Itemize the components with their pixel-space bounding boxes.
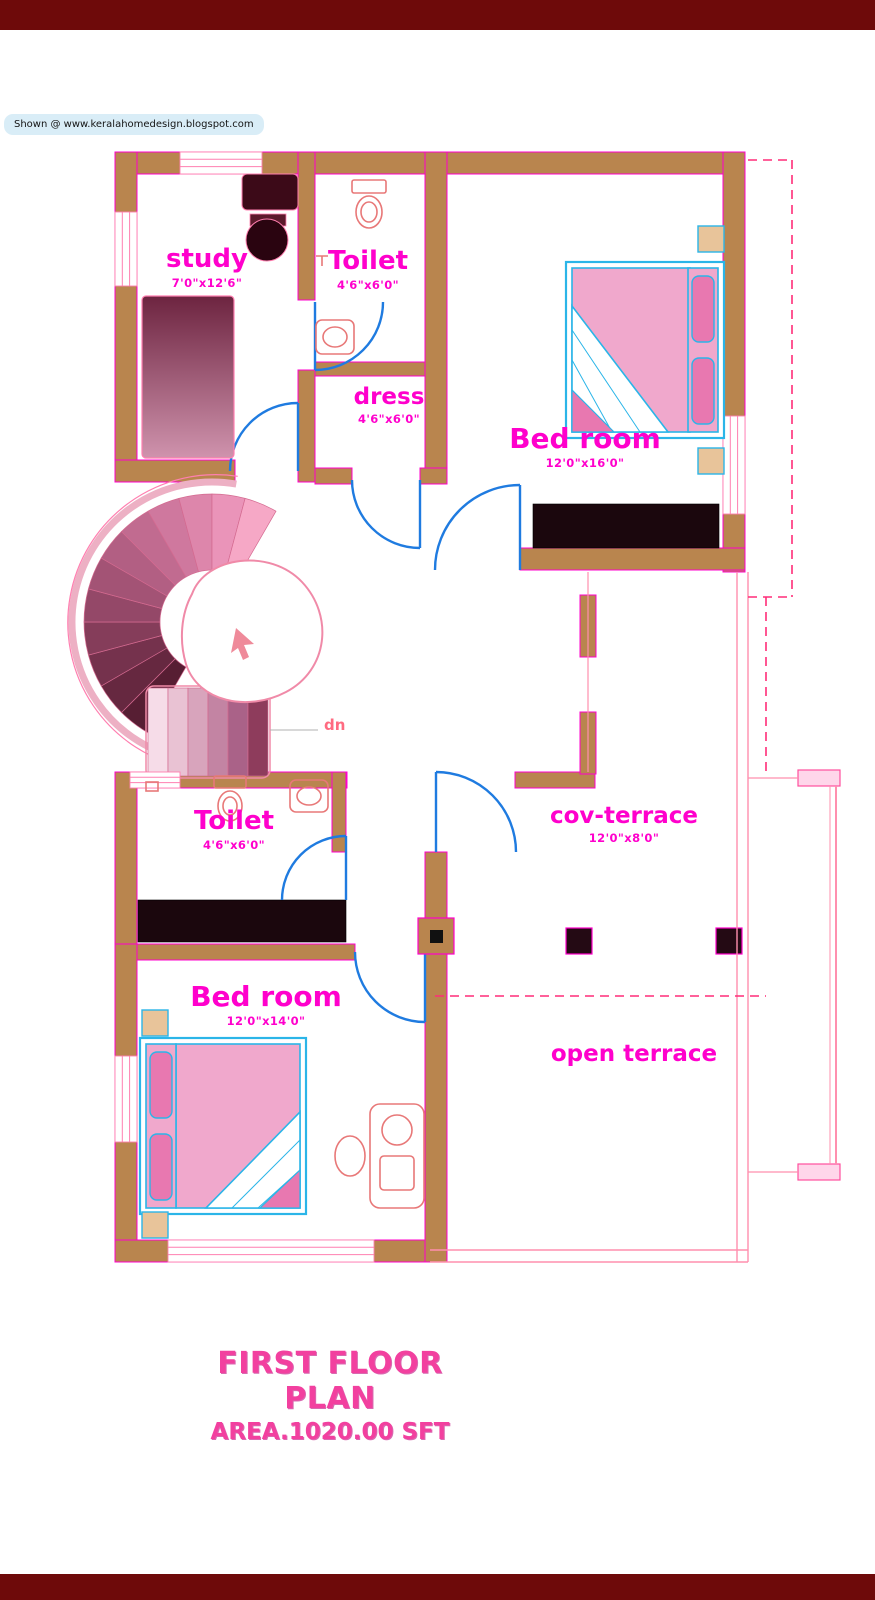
side-table (141, 1211, 169, 1239)
room-dims: 4'6"x6'0" (202, 838, 266, 853)
shower-mark-icon (316, 255, 328, 266)
room-dims: 4'6"x6'0" (336, 278, 400, 293)
door-bedroom-top (433, 483, 522, 571)
watermark-text: Shown @ www.keralahomedesign.blogspot.co… (14, 119, 254, 130)
pillow (691, 275, 715, 343)
window-study-top (179, 151, 263, 175)
room-label-dress: dress 4'6"x6'0" (354, 385, 425, 426)
room-name: cov-terrace (549, 803, 699, 829)
wardrobes (137, 503, 720, 943)
vent-mark-icon (145, 781, 159, 792)
stair-landing (181, 559, 324, 704)
room-label-bedroom-bottom: Bed room 12'0"x14'0" (190, 980, 342, 1029)
plan-title: FIRST FLOOR PLAN (217, 1346, 443, 1416)
room-name: study (166, 244, 248, 274)
washbasin-icon (289, 779, 329, 813)
stair-straight-flight (147, 687, 269, 777)
window-bedroom-bottom-left (114, 1055, 138, 1143)
terrace-boundary (430, 572, 749, 1263)
dashed-projection-lines (435, 159, 793, 997)
plan-area-text: AREA.1020.00 SFT (210, 1419, 450, 1445)
study-couch (141, 295, 235, 459)
blanket-fold (204, 1110, 301, 1209)
wc-tank-icon (351, 179, 387, 194)
room-label-bedroom-top: Bed room 12'0"x16'0" (509, 422, 661, 471)
room-label-toilet-middle: Toilet 4'6"x6'0" (193, 806, 275, 853)
bed-bedroom-bottom (138, 1009, 308, 1239)
wc-tank-icon (213, 775, 247, 789)
doors (228, 301, 522, 1024)
bottom-border-bar (0, 1574, 875, 1600)
watermark-badge: Shown @ www.keralahomedesign.blogspot.co… (4, 114, 264, 135)
door-bedroom-bottom (353, 951, 427, 1024)
terrace-columns (417, 917, 743, 955)
wardrobe-toilet-middle (137, 899, 347, 943)
door-dress (350, 479, 422, 550)
chair (334, 1135, 366, 1177)
side-table (697, 447, 725, 475)
room-name: Bed room (190, 980, 342, 1013)
study-computer-desk (241, 173, 299, 262)
room-label-study: study 7'0"x12'6" (166, 244, 248, 291)
room-label-toilet-top: Toilet 4'6"x6'0" (327, 246, 409, 293)
stair-down-label: dn (324, 716, 346, 734)
room-name: Toilet (193, 806, 275, 836)
direction-arrow-icon (231, 628, 254, 660)
door-study (228, 401, 300, 472)
window-study-left (114, 211, 138, 287)
bed-bedroom-top (564, 225, 726, 475)
door-cov-terrace (434, 770, 518, 853)
door-toilet-middle (280, 834, 348, 901)
column-core (430, 930, 443, 943)
side-table (141, 1009, 169, 1037)
top-border-bar (0, 0, 875, 30)
wc-bowl-icon (217, 790, 243, 822)
room-name: open terrace (550, 1041, 718, 1067)
toilet-fixtures-middle (145, 775, 329, 822)
room-label-open-terrace: open terrace (551, 1042, 717, 1066)
room-dims: 12'0"x16'0" (545, 456, 625, 471)
room-dims: 12'0"x14'0" (226, 1014, 306, 1029)
side-table (697, 225, 725, 253)
wc-bowl-icon (355, 195, 383, 229)
pillow (691, 357, 715, 425)
room-dims: 4'6"x6'0" (357, 412, 421, 427)
room-name: Bed room (509, 422, 661, 455)
room-label-cov-terrace: cov-terrace 12'0"x8'0" (550, 804, 698, 845)
title-block: FIRST FLOOR PLAN AREA.1020.00 SFT (175, 1346, 485, 1445)
window-toilet-middle (129, 771, 181, 789)
room-dims: 7'0"x12'6" (171, 276, 243, 291)
spiral-staircase (67, 474, 324, 779)
wardrobe-bedroom-top (532, 503, 720, 549)
room-name: dress (353, 384, 425, 410)
pillow (149, 1051, 173, 1119)
study-furniture (141, 173, 299, 459)
computer-desk-bedroom-bottom (334, 1103, 425, 1209)
toilet-fixtures-top (315, 179, 387, 355)
blanket-fold (571, 303, 670, 433)
window-bedroom-right (722, 415, 746, 515)
room-dims: 12'0"x8'0" (588, 831, 660, 846)
pillow (149, 1133, 173, 1201)
washbasin-icon (315, 319, 355, 355)
sunshade-right (748, 769, 841, 1181)
door-toilet-top (313, 301, 385, 372)
windows (114, 151, 746, 1263)
room-name: Toilet (327, 246, 409, 276)
window-bedroom-bottom (167, 1239, 375, 1263)
